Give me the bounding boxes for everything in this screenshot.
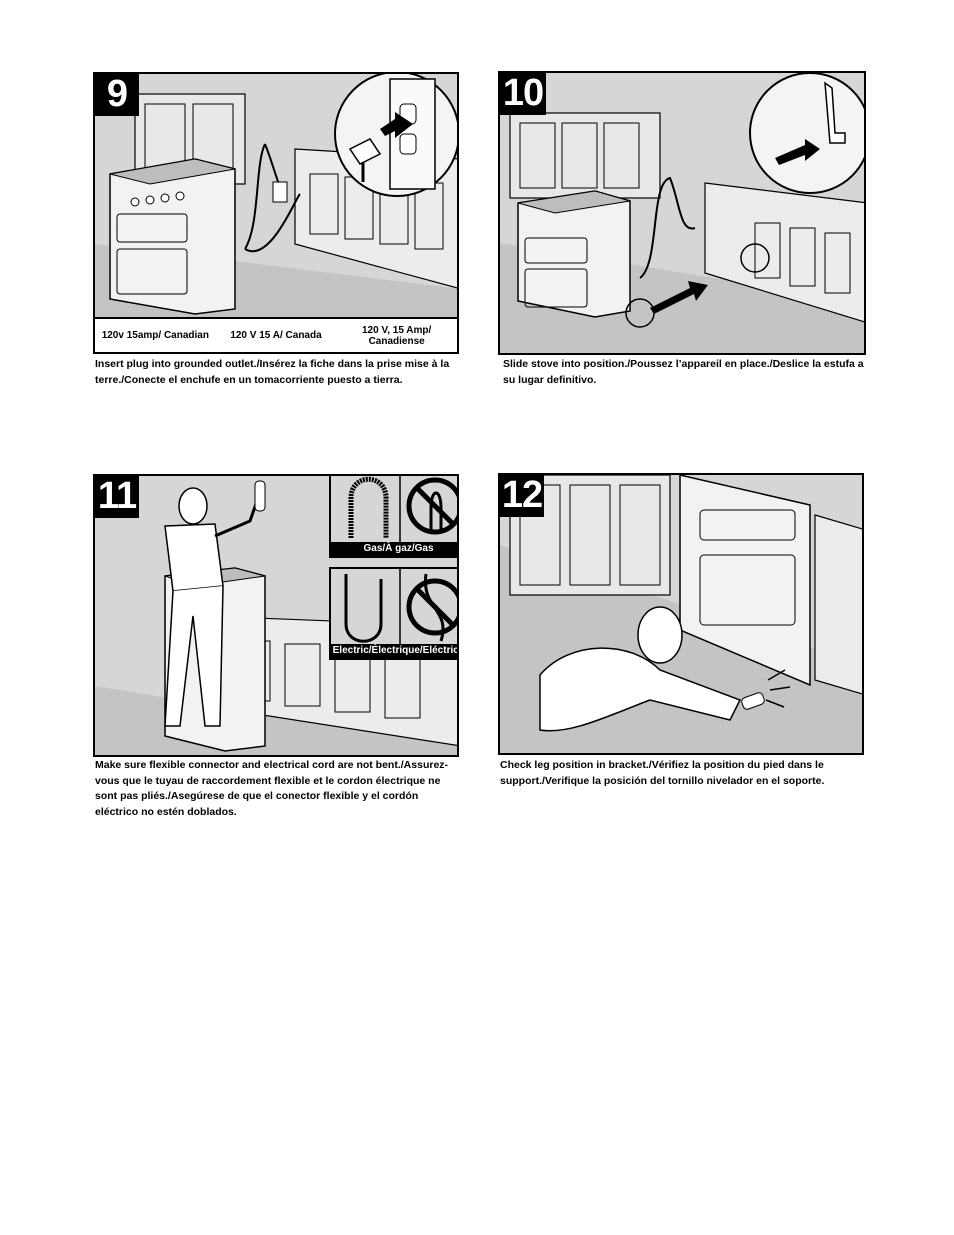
inset-electric: Electric/Électrique/Eléctrica bbox=[329, 567, 457, 660]
step-caption: Slide stove into position./Poussez l’app… bbox=[503, 358, 864, 386]
step-number: 9 bbox=[95, 74, 139, 116]
voltage-strip: 120v 15amp/ Canadian 120 V 15 A/ Canada … bbox=[95, 317, 457, 352]
electric-cord-drawing bbox=[344, 569, 457, 648]
step-9-illustration: 120v 15amp/ Canadian 120 V 15 A/ Canada … bbox=[93, 72, 459, 354]
voltage-label-3: 120 V, 15 Amp/ Canadiense bbox=[361, 324, 432, 347]
check-leg-drawing bbox=[500, 475, 862, 753]
step-caption: Check leg position in bracket./Vérifiez … bbox=[500, 759, 825, 787]
slide-stove-drawing bbox=[500, 73, 864, 353]
step-number: 12 bbox=[500, 474, 544, 517]
gas-connector-drawing bbox=[348, 476, 457, 546]
step-10-illustration bbox=[498, 71, 866, 355]
inset-gas: Gas/À gaz/Gas bbox=[329, 476, 457, 558]
step-caption: Insert plug into grounded outlet./Insére… bbox=[95, 358, 450, 386]
step-12-illustration bbox=[498, 473, 864, 755]
step-number: 10 bbox=[500, 73, 546, 115]
stove-outlet-drawing bbox=[95, 74, 457, 352]
step-11-illustration: Gas/À gaz/Gas Electric/Électrique/Eléctr… bbox=[93, 474, 459, 757]
inset-electric-label: Electric/Électrique/Eléctrica bbox=[331, 644, 457, 658]
voltage-label-2: 120 V 15 A/ Canada bbox=[230, 330, 322, 341]
voltage-label-1: 120v 15amp/ Canadian bbox=[101, 330, 209, 341]
step-caption: Make sure flexible connector and electri… bbox=[95, 759, 449, 818]
inset-gas-label: Gas/À gaz/Gas bbox=[331, 542, 457, 556]
step-number: 11 bbox=[95, 476, 139, 518]
